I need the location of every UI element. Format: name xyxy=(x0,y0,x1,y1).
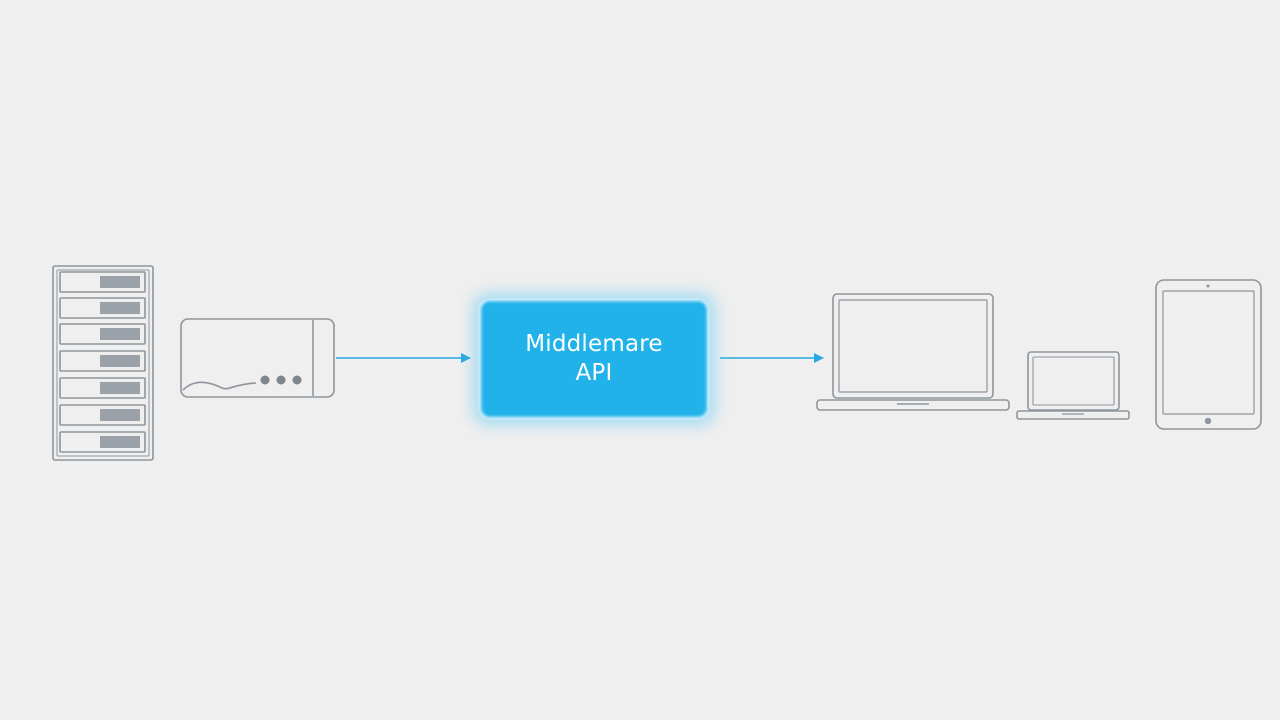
middleware-title: Middlemare xyxy=(525,331,663,357)
server-rack-slots xyxy=(59,271,146,453)
hard-drive-icon xyxy=(180,318,335,398)
middleware-subtitle: API xyxy=(575,360,613,386)
tablet-icon xyxy=(1155,279,1262,430)
laptop-large-icon xyxy=(816,293,1010,411)
server-rack-icon xyxy=(52,265,154,461)
laptop-small-icon xyxy=(1016,351,1130,420)
middleware-api-box: Middlemare API xyxy=(478,298,710,420)
